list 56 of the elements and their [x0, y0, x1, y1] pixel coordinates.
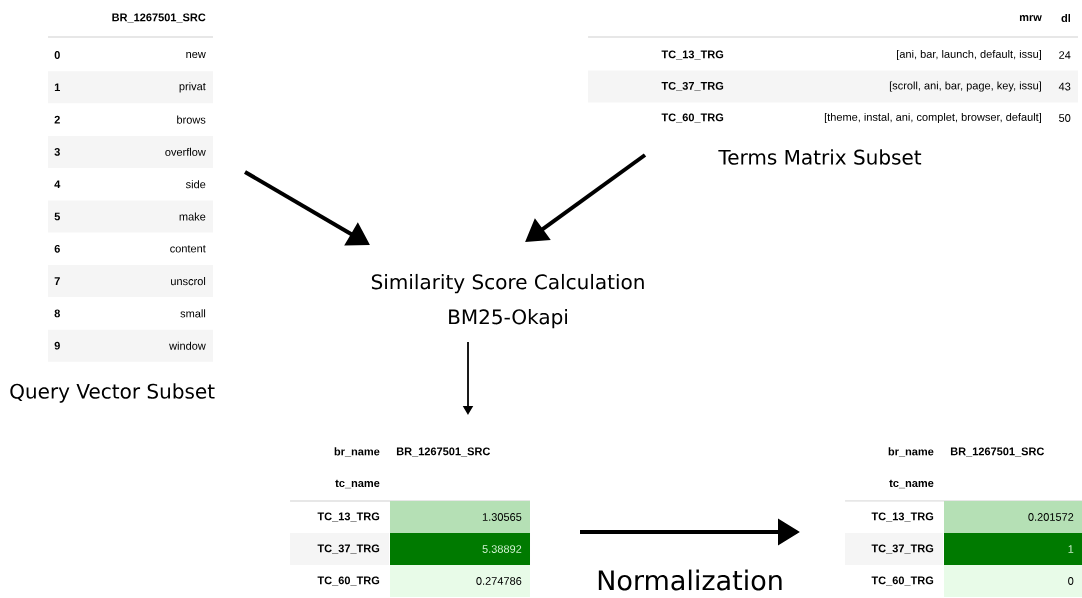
row-label: TC_13_TRG — [661, 50, 724, 60]
table-cell: window — [169, 341, 206, 350]
row-label: TC_37_TRG — [871, 544, 934, 554]
row-label: TC_13_TRG — [871, 512, 934, 522]
row-index: 9 — [54, 341, 60, 350]
table-cell: content — [170, 245, 206, 253]
column-header: br_name — [334, 447, 380, 457]
table-cell: [theme, instal, ani, complet, browser, default] — [824, 112, 1041, 124]
table-cell: 0.274786 — [390, 565, 530, 597]
data-table — [289, 447, 531, 597]
table-cell: unscrol — [171, 277, 206, 286]
column-header: BR_1267501_SRC — [950, 447, 1045, 457]
row-label: TC_60_TRG — [871, 576, 934, 586]
data-table — [844, 447, 1082, 597]
column-header: tc_name — [335, 479, 380, 489]
table-cell: brows — [177, 115, 206, 124]
row-label: TC_60_TRG — [317, 576, 380, 586]
edge-label: Normalization — [594, 567, 786, 593]
table-cell: small — [180, 309, 206, 318]
table-cell: overflow — [165, 147, 206, 156]
table-caption: Query Vector Subset — [10, 383, 215, 403]
row-label: TC_37_TRG — [661, 82, 724, 91]
table-cell: 24 — [1059, 51, 1071, 59]
table-cell: new — [186, 52, 206, 58]
column-header: BR_1267501_SRC — [396, 447, 491, 457]
table-cell: [ani, bar, launch, default, issu] — [897, 49, 1041, 61]
row-index: 0 — [54, 51, 60, 59]
table-caption: Terms Matrix Subset — [718, 149, 922, 165]
row-index: 5 — [54, 212, 60, 221]
column-header: BR_1267501_SRC — [112, 13, 206, 23]
row-label: TC_60_TRG — [661, 113, 724, 123]
column-header: br_name — [888, 447, 934, 457]
column-header: dl — [1061, 13, 1071, 23]
table-cell: 5.38892 — [390, 533, 530, 565]
table-cell: [scroll, ani, bar, page, key, issu] — [889, 81, 1041, 92]
row-index: 6 — [54, 244, 60, 253]
row-index: 7 — [54, 277, 60, 285]
table-cell: 0.201572 — [944, 501, 1082, 533]
table-cell: privat — [179, 82, 206, 93]
column-header: tc_name — [889, 479, 934, 489]
table-cell: make — [179, 212, 206, 221]
row-index: 8 — [54, 309, 60, 318]
row-index: 4 — [54, 180, 61, 188]
column-header: mrw — [1019, 15, 1042, 21]
table-cell: 43 — [1058, 82, 1071, 91]
table-cell: 0 — [944, 565, 1082, 597]
table-cell: 50 — [1059, 114, 1071, 122]
row-label: TC_37_TRG — [317, 544, 380, 554]
row-index: 3 — [54, 148, 60, 156]
table-cell: side — [185, 180, 206, 189]
table-cell: 1.30565 — [390, 501, 530, 533]
row-index: 2 — [54, 115, 60, 124]
row-label: TC_13_TRG — [317, 512, 380, 522]
step-label: Similarity Score Calculation BM25-Okapi — [371, 273, 644, 329]
table-cell: 1 — [944, 533, 1082, 565]
row-index: 1 — [54, 83, 60, 92]
